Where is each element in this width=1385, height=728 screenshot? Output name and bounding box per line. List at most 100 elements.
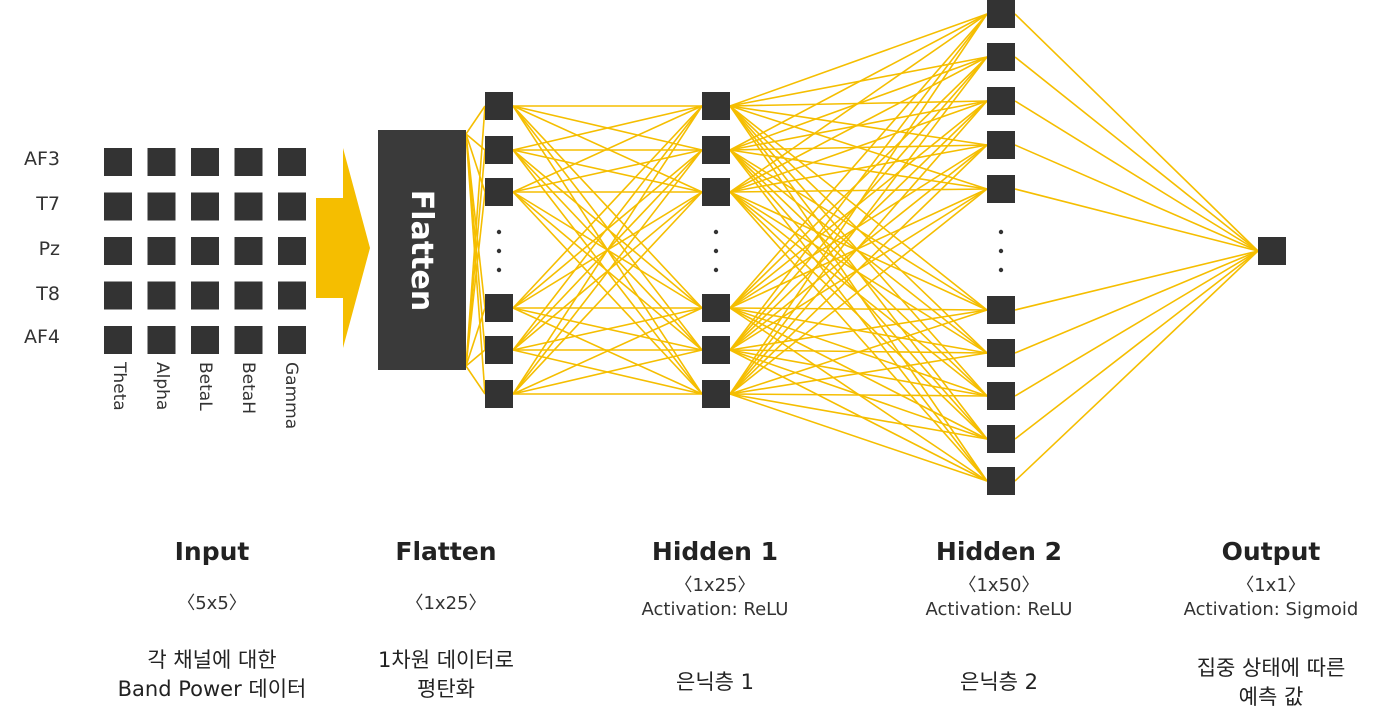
edge [729,100,988,193]
hidden2-node [987,175,1015,203]
input-grid [104,148,306,354]
edge [512,149,703,193]
input-cell [147,281,176,310]
edge [729,13,988,151]
input-cell [278,326,306,354]
caption-flatten-title: Flatten [395,537,497,566]
edge [729,144,988,193]
caption-hidden1-desc1: 은닉층 1 [676,670,754,694]
edge [729,349,988,482]
ellipsis-dot [713,248,719,254]
hidden1-node [702,136,730,164]
input-cell [278,281,306,310]
hidden1-node [702,336,730,364]
hidden2-node [987,43,1015,71]
input-cell [278,192,306,221]
hidden2-node [987,467,1015,495]
output-node [1258,237,1286,265]
flatten-box-label: Flatten [404,189,440,311]
input-cell [147,148,176,176]
flatten-node [485,380,513,408]
input-cell [147,326,176,354]
caption-hidden1-shape: 〈1x25〉 [674,575,756,596]
edge [729,144,988,151]
edge [512,105,703,193]
hidden2-node [987,425,1015,453]
caption-hidden1: Hidden 1 〈1x25〉 Activation: ReLU 은닉층 1 [585,534,845,697]
ellipsis-dots [496,229,1004,273]
input-cell [234,326,263,354]
caption-output-activation: Activation: Sigmoid [1183,599,1359,620]
edge [729,307,988,311]
input-cell [234,148,263,176]
input-cell [104,148,132,176]
edge [729,100,988,151]
edge [512,105,703,351]
edge [729,13,988,193]
edge [729,149,988,190]
input-cell [104,237,132,265]
flatten-node [485,178,513,206]
flatten-box [378,130,466,370]
col-label-gamma: Gamma [281,362,301,430]
caption-hidden2-title: Hidden 2 [935,537,1063,566]
flatten-box-label-wrap: Flatten [378,130,466,370]
edge [512,105,703,395]
caption-hidden2-desc1: 은닉층 2 [960,670,1038,694]
caption-hidden2: Hidden 2 〈1x50〉 Activation: ReLU 은닉층 2 [869,534,1129,697]
edge [729,393,988,397]
caption-output: Output 〈1x1〉 Activation: Sigmoid 집중 상태에 … [1141,534,1385,712]
flatten-node [485,136,513,164]
ellipsis-dot [998,229,1004,235]
hidden2-node [987,382,1015,410]
edge [1014,144,1259,252]
row-label-t8: T8 [36,283,60,305]
edge [1014,250,1259,440]
col-label-betah: BetaH [238,362,258,414]
hidden1-node [702,294,730,322]
edge [465,133,486,151]
ellipsis-dot [496,248,502,254]
input-cell [278,237,306,265]
input-cell [191,192,219,221]
col-label-alpha: Alpha [152,362,172,411]
caption-flatten-shape: 〈1x25〉 [405,593,487,614]
row-label-af3: AF3 [23,148,60,170]
caption-flatten-desc2: 평탄화 [417,677,475,701]
caption-flatten-desc1: 1차원 데이터로 [378,648,514,672]
ellipsis-dot [713,267,719,273]
edge [729,191,988,482]
caption-hidden2-shape: 〈1x50〉 [958,575,1040,596]
row-label-af4: AF4 [23,326,60,348]
input-cell [147,237,176,265]
edge [729,144,988,395]
flatten-node [485,294,513,322]
edge [729,13,988,309]
ellipsis-dot [998,248,1004,254]
input-cell [191,326,219,354]
input-cell [191,148,219,176]
caption-hidden1-activation: Activation: ReLU [641,599,789,620]
input-cell [147,192,176,221]
col-label-theta: Theta [109,362,129,411]
caption-input-title: Input [174,537,250,566]
flatten-node [485,336,513,364]
edge [729,191,988,354]
edge [729,191,988,440]
edge [512,105,703,309]
row-label-t7: T7 [36,193,60,215]
edge [1014,250,1259,397]
hidden2-node [987,339,1015,367]
edge [512,149,703,395]
edge [512,349,703,395]
caption-hidden1-title: Hidden 1 [651,537,779,566]
hidden2-node [987,131,1015,159]
ellipsis-dot [496,229,502,235]
edge [729,393,988,440]
caption-output-desc1: 집중 상태에 따른 [1196,656,1346,680]
flatten-node [485,92,513,120]
edge [729,56,988,193]
input-cell [234,281,263,310]
input-cell [104,281,132,310]
